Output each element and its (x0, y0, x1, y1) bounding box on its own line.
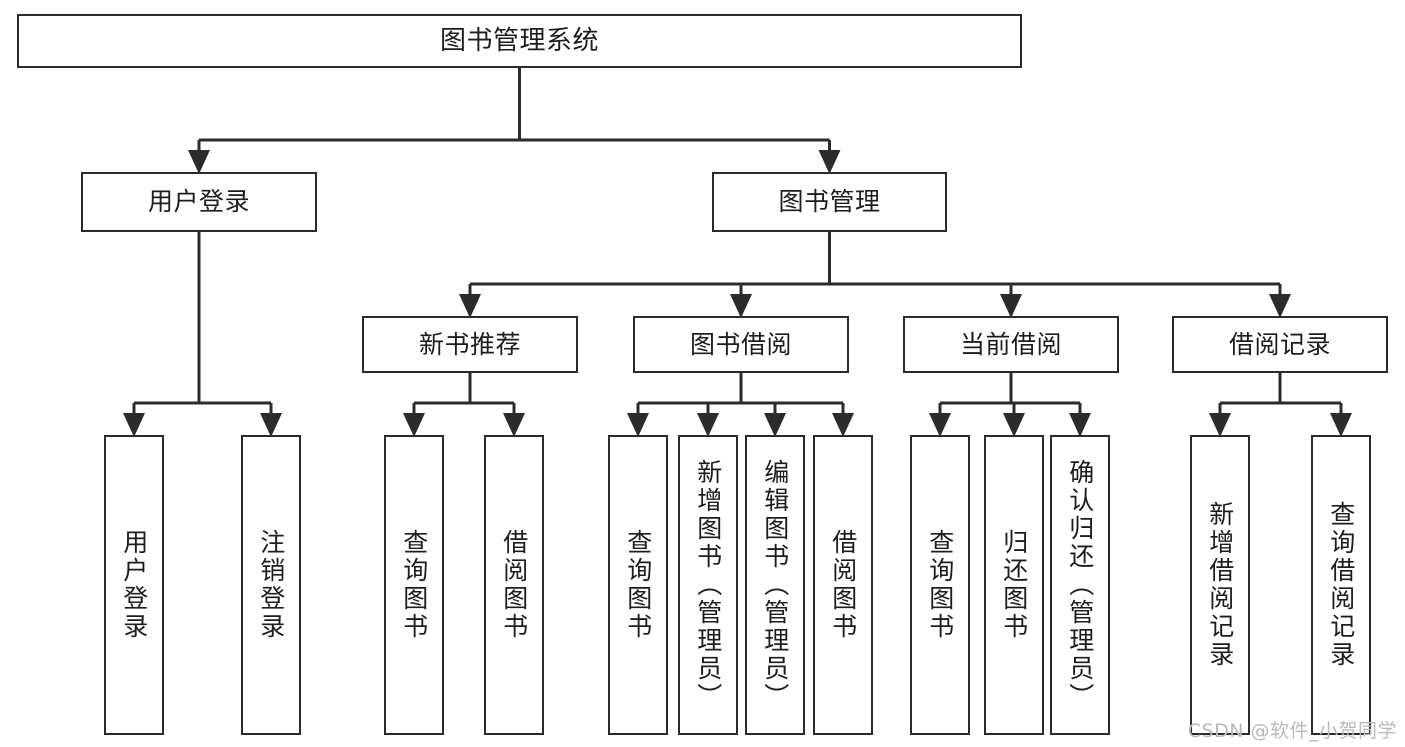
node-label: 图书管理 (778, 187, 881, 217)
node-label: 借阅图书 (828, 529, 858, 641)
node-borrow-records[interactable]: 借阅记录 (1172, 316, 1388, 373)
node-label: 确认归还（管理员） (1065, 459, 1095, 711)
node-user-login[interactable]: 用户登录 (81, 172, 317, 232)
leaf-query-book-current[interactable]: 查询图书 (910, 435, 970, 735)
node-label: 新增图书（管理员） (693, 459, 723, 711)
node-label: 借阅记录 (1228, 329, 1331, 359)
leaf-borrow-book-recommendation[interactable]: 借阅图书 (484, 435, 544, 735)
leaf-borrow-book[interactable]: 借阅图书 (813, 435, 873, 735)
node-label: 图书管理系统 (439, 25, 599, 56)
node-label: 当前借阅 (959, 329, 1062, 359)
node-root[interactable]: 图书管理系统 (17, 14, 1022, 68)
node-label: 新书推荐 (418, 329, 521, 359)
leaf-user-login[interactable]: 用户登录 (104, 435, 164, 735)
node-label: 查询借阅记录 (1326, 501, 1356, 669)
node-label: 借阅图书 (499, 529, 529, 641)
leaf-add-borrow-record[interactable]: 新增借阅记录 (1190, 435, 1250, 735)
node-book-management[interactable]: 图书管理 (712, 172, 947, 232)
node-book-borrow[interactable]: 图书借阅 (633, 316, 849, 373)
node-new-book-recommendation[interactable]: 新书推荐 (362, 316, 578, 373)
leaf-query-borrow-record[interactable]: 查询借阅记录 (1311, 435, 1371, 735)
node-label: 编辑图书（管理员） (760, 459, 790, 711)
leaf-query-book-borrow[interactable]: 查询图书 (608, 435, 668, 735)
node-label: 查询图书 (925, 529, 955, 641)
node-label: 新增借阅记录 (1205, 501, 1235, 669)
watermark: CSDN @软件_小贺同学 (1187, 720, 1397, 742)
node-label: 注销登录 (256, 529, 286, 641)
node-label: 查询图书 (623, 529, 653, 641)
node-label: 图书借阅 (689, 329, 792, 359)
leaf-confirm-return[interactable]: 确认归还（管理员） (1050, 435, 1110, 735)
leaf-query-book-recommendation[interactable]: 查询图书 (384, 435, 444, 735)
node-label: 归还图书 (999, 529, 1029, 641)
node-label: 用户登录 (119, 529, 149, 641)
leaf-return-book[interactable]: 归还图书 (984, 435, 1044, 735)
node-current-borrow[interactable]: 当前借阅 (903, 316, 1119, 373)
node-label: 查询图书 (399, 529, 429, 641)
leaf-edit-book[interactable]: 编辑图书（管理员） (745, 435, 805, 735)
node-label: 用户登录 (147, 187, 250, 217)
leaf-add-book[interactable]: 新增图书（管理员） (678, 435, 738, 735)
leaf-logout[interactable]: 注销登录 (241, 435, 301, 735)
